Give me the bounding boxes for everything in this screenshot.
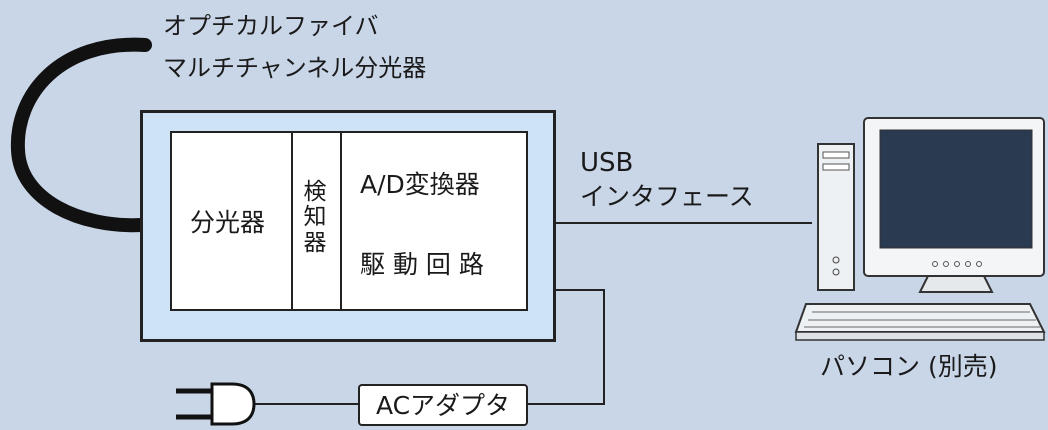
device-title-line2: マルチチャンネル分光器	[163, 54, 427, 82]
power-cable-line	[528, 289, 605, 405]
pc-label: パソコン (別売)	[820, 352, 998, 381]
driver-circuit-label: 駆 動 回 路	[360, 250, 484, 279]
usb-interface-label: インタフェース	[580, 182, 754, 211]
divider-1	[291, 131, 293, 311]
usb-label: USB	[580, 148, 634, 178]
inner-module-box	[170, 131, 528, 311]
adc-label: A/D変換器	[360, 170, 480, 199]
ac-adapter-box: ACアダプタ	[358, 384, 528, 426]
optical-fiber-cable	[10, 37, 152, 233]
detector-label: 検知器	[303, 179, 327, 256]
computer-icon	[794, 117, 1046, 341]
spectrometer-label: 分光器	[190, 208, 266, 237]
ac-adapter-label: ACアダプタ	[375, 390, 511, 420]
ac-plug-icon	[176, 382, 256, 426]
device-title-line1: オプチカルファイバ	[163, 12, 379, 40]
divider-2	[340, 131, 342, 311]
